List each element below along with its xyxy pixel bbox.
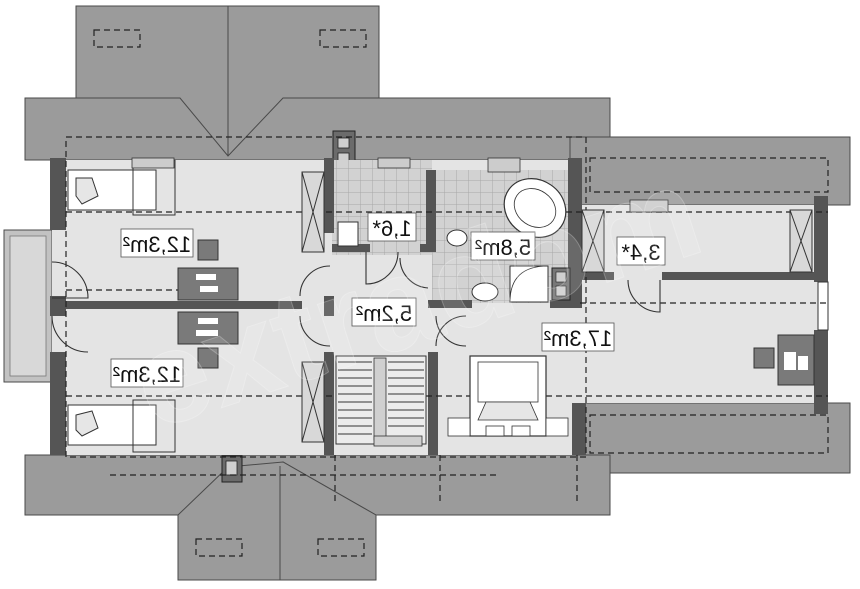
- doors: [51, 251, 661, 353]
- bathtub: [503, 178, 567, 238]
- nightstand-left: [447, 417, 471, 437]
- chair-bottom-left: [197, 347, 219, 369]
- door-storage-small: [365, 251, 399, 285]
- area-label-main-room: 17,3m²: [544, 326, 612, 351]
- door-storage-right: [627, 279, 661, 313]
- washing-machine: [337, 221, 359, 247]
- desk-top-left: [177, 267, 239, 301]
- area-label-bathroom: 5,8m²: [475, 235, 531, 260]
- furniture: [67, 157, 815, 453]
- dormer-window-3: [195, 538, 243, 557]
- nightstand-right: [545, 417, 569, 437]
- dormer-window-1: [93, 29, 141, 48]
- door-bathroom: [399, 257, 429, 289]
- walls: [50, 158, 829, 455]
- area-label-bedroom-bottom: 12,3m²: [113, 362, 181, 387]
- chair-right: [753, 347, 775, 369]
- door-bedroom-bottom: [51, 315, 89, 353]
- roof-main-top: [24, 97, 611, 161]
- door-hall-top: [299, 265, 331, 297]
- dormer-window-4: [317, 538, 365, 557]
- area-labels: 12,3m² 12,3m² 1,6* 5,8m² 5,2m² 3,4* 17,3…: [110, 212, 666, 388]
- door-hall-right: [435, 315, 467, 347]
- shower: [509, 265, 549, 303]
- area-label-bedroom-top: 12,3m²: [123, 232, 191, 257]
- area-label-storage-small: 1,6*: [372, 216, 412, 241]
- staircase: [335, 355, 427, 447]
- chair-top-left: [197, 239, 219, 261]
- desk-bottom-left: [177, 311, 239, 345]
- dormer-window-2: [319, 29, 367, 48]
- sink-bathroom: [471, 282, 499, 302]
- bed-double: [469, 355, 547, 437]
- roof-dashed-lines: [65, 136, 829, 505]
- balcony-left-rail: [9, 235, 47, 377]
- toilet: [446, 229, 468, 247]
- door-stair-bedroom: [435, 315, 467, 347]
- roof-right-wing-bottom: [569, 402, 851, 474]
- door-bedroom-top: [51, 261, 89, 299]
- area-label-storage-right: 3,4*: [621, 240, 661, 265]
- area-label-hall: 5,2m²: [356, 301, 412, 326]
- door-hall-bottom: [299, 315, 331, 347]
